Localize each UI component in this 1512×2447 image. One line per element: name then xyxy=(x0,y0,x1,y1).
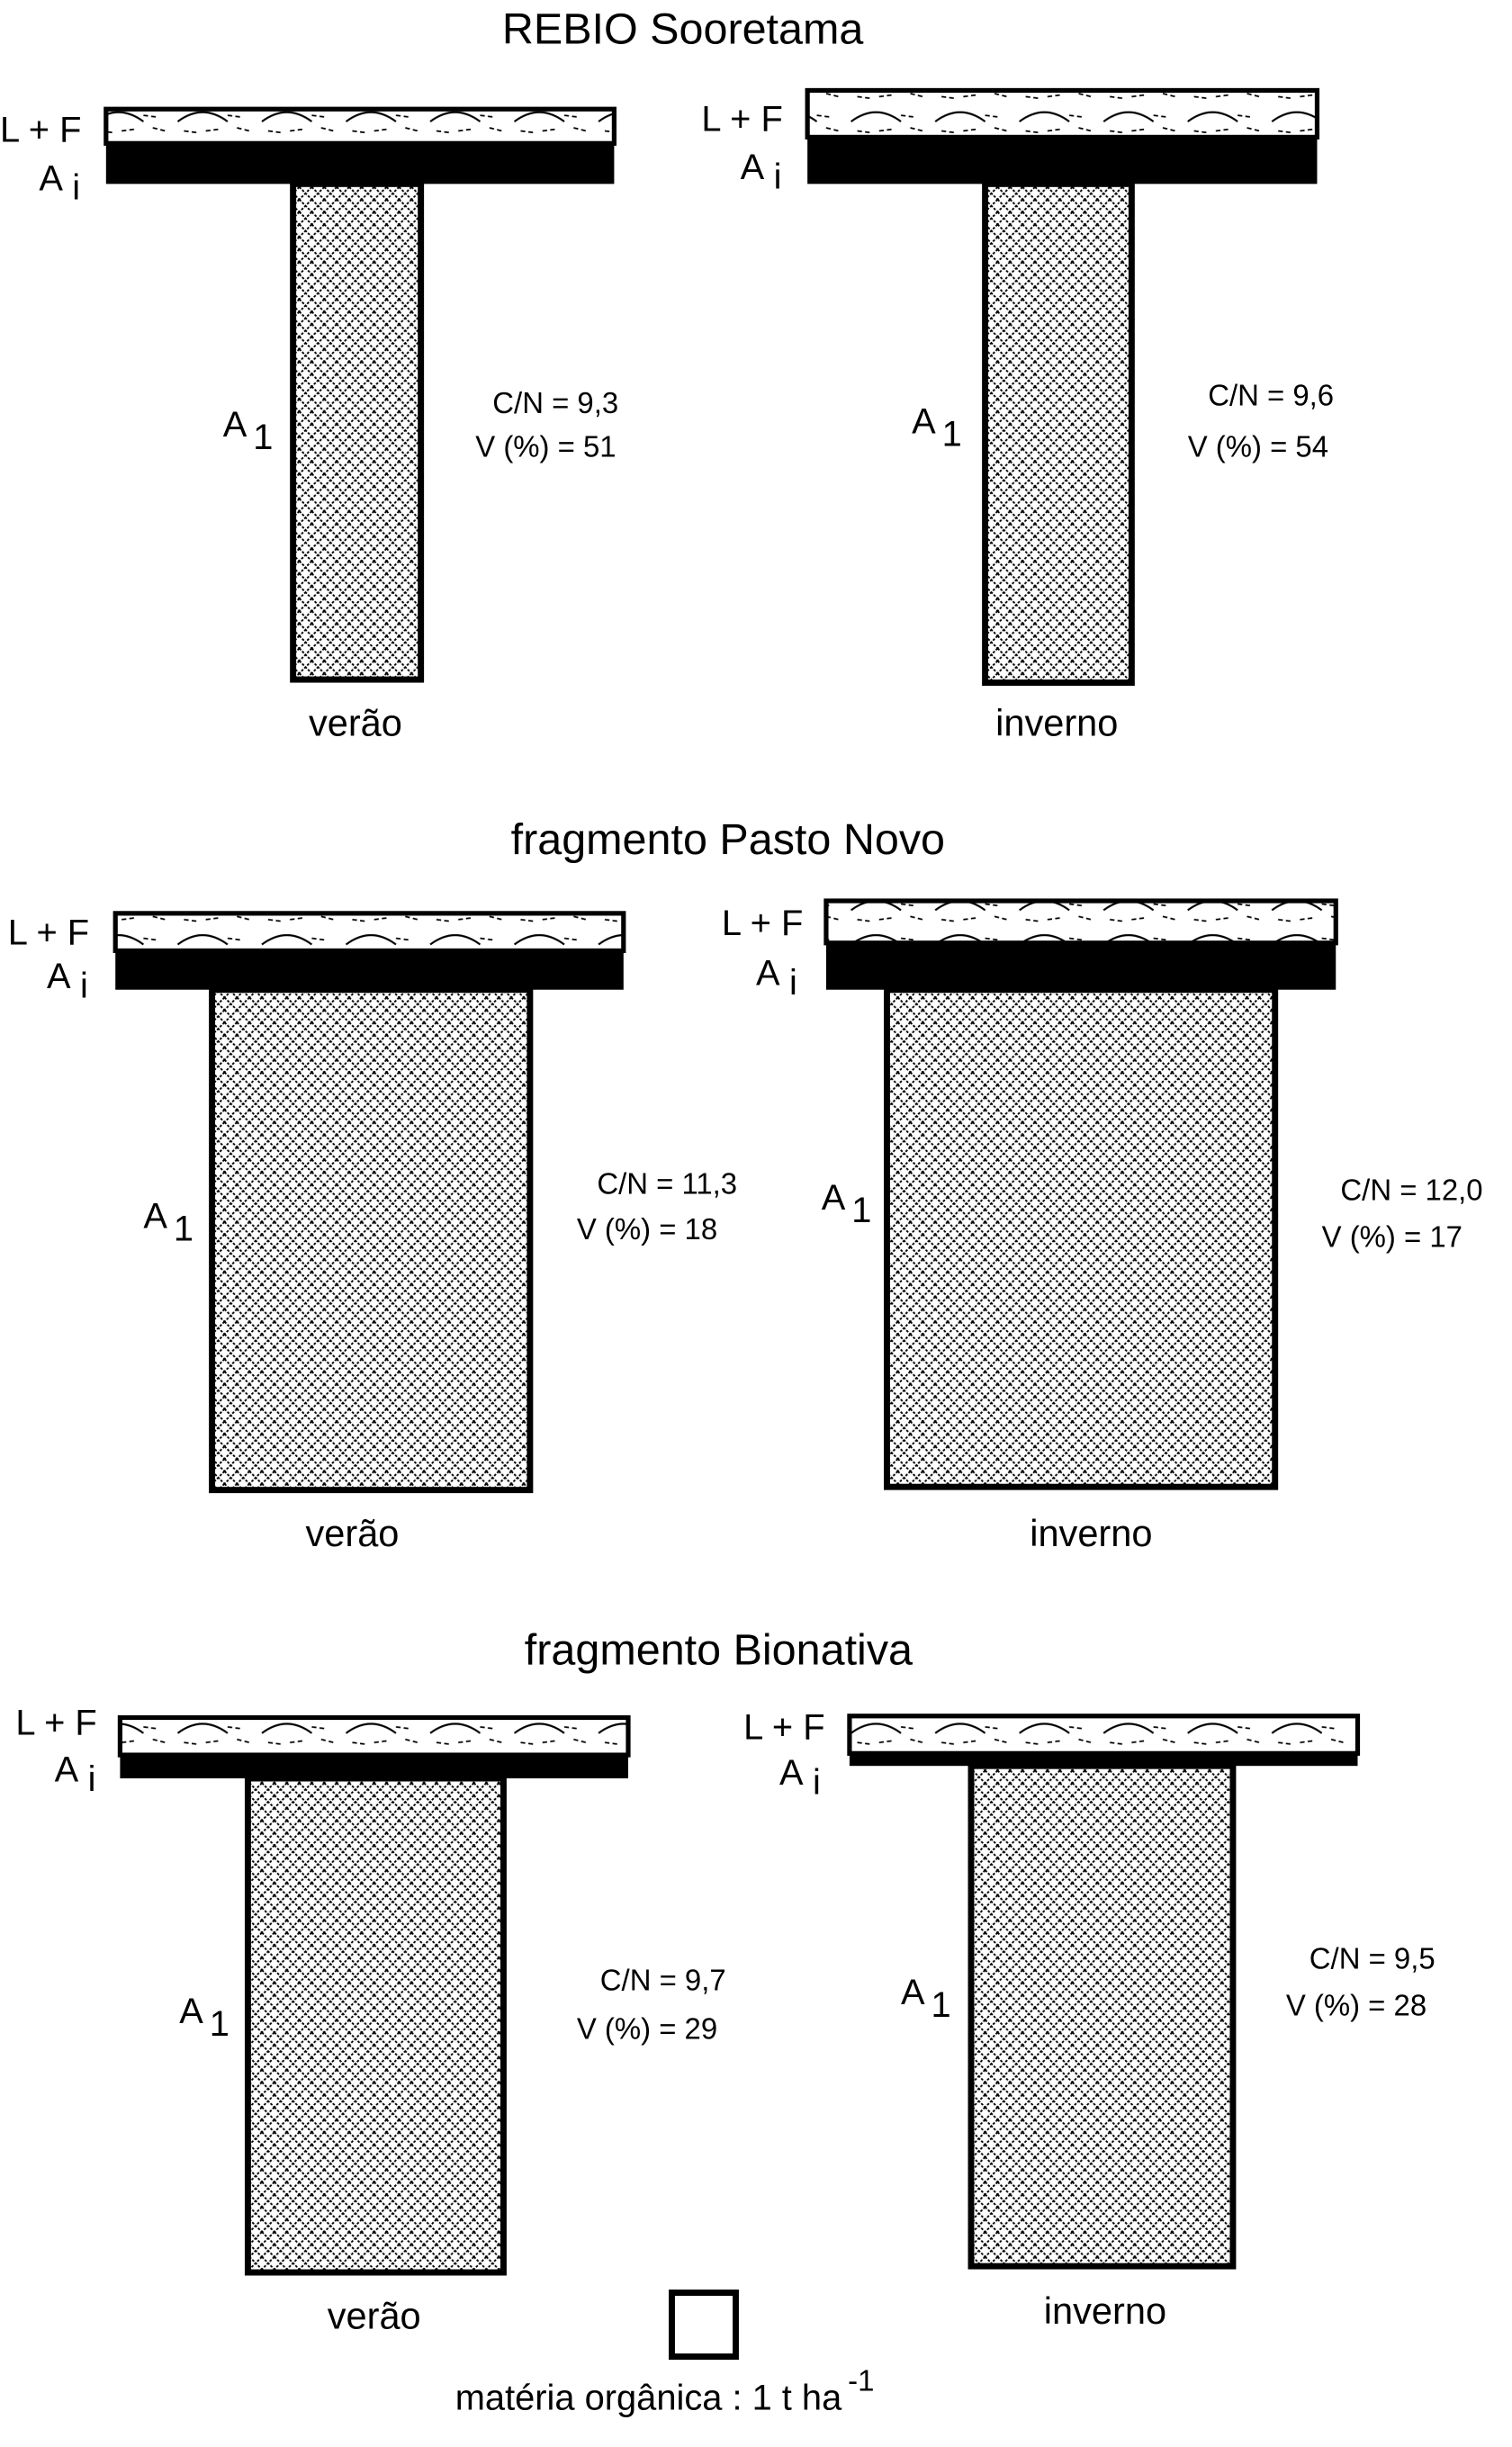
litter-layer-lf xyxy=(104,106,616,146)
cn-ratio: C/N = 9,5 xyxy=(1310,1941,1436,1975)
horizon-ai-layer xyxy=(120,1755,628,1779)
cn-ratio: C/N = 12,0 xyxy=(1340,1174,1482,1207)
base-saturation: V (%) = 18 xyxy=(577,1212,717,1246)
season-label: inverno xyxy=(1044,2290,1166,2332)
label-lf: L + F xyxy=(743,1708,824,1748)
litter-layer-lf xyxy=(824,898,1338,946)
label-lf: L + F xyxy=(15,1704,96,1743)
site-title: fragmento Pasto Novo xyxy=(511,815,945,864)
base-saturation: V (%) = 17 xyxy=(1322,1219,1462,1253)
legend-scale-square xyxy=(669,2290,739,2361)
litter-layer-lf xyxy=(847,1714,1361,1756)
label-lf: L + F xyxy=(701,99,782,139)
season-label: verão xyxy=(309,701,402,743)
litter-layer-lf xyxy=(112,911,626,954)
cn-ratio: C/N = 9,6 xyxy=(1208,378,1334,411)
label-lf: L + F xyxy=(8,913,89,952)
horizon-a1-layer xyxy=(290,180,425,683)
label-lf: L + F xyxy=(0,111,81,150)
cn-ratio: C/N = 11,3 xyxy=(597,1167,737,1201)
horizon-a1-layer xyxy=(884,986,1279,1490)
horizon-ai-layer xyxy=(807,137,1318,184)
litter-layer-lf xyxy=(805,87,1320,140)
horizon-a1-layer xyxy=(982,180,1135,687)
horizon-ai-layer xyxy=(115,950,624,990)
legend-text: matéria orgânica : 1 t ha-1 xyxy=(455,2364,875,2418)
site-title: REBIO Sooretama xyxy=(502,4,864,53)
season-label: verão xyxy=(328,2294,421,2336)
horizon-a1-layer xyxy=(968,1762,1237,2270)
site-title: fragmento Bionativa xyxy=(525,1626,913,1675)
horizon-a1-layer xyxy=(244,1775,507,2276)
base-saturation: V (%) = 28 xyxy=(1286,1988,1426,2021)
horizon-ai-layer xyxy=(825,942,1336,990)
label-lf: L + F xyxy=(722,904,803,943)
season-label: inverno xyxy=(995,701,1118,743)
season-label: inverno xyxy=(1030,1512,1152,1554)
horizon-a1-layer xyxy=(209,986,534,1494)
cn-ratio: C/N = 9,7 xyxy=(600,1964,726,1997)
cn-ratio: C/N = 9,3 xyxy=(492,386,618,419)
base-saturation: V (%) = 29 xyxy=(577,2011,717,2045)
base-saturation: V (%) = 54 xyxy=(1188,429,1328,463)
base-saturation: V (%) = 51 xyxy=(475,429,616,463)
horizon-ai-layer xyxy=(105,143,615,184)
season-label: verão xyxy=(305,1512,399,1554)
litter-layer-lf xyxy=(117,1714,631,1758)
